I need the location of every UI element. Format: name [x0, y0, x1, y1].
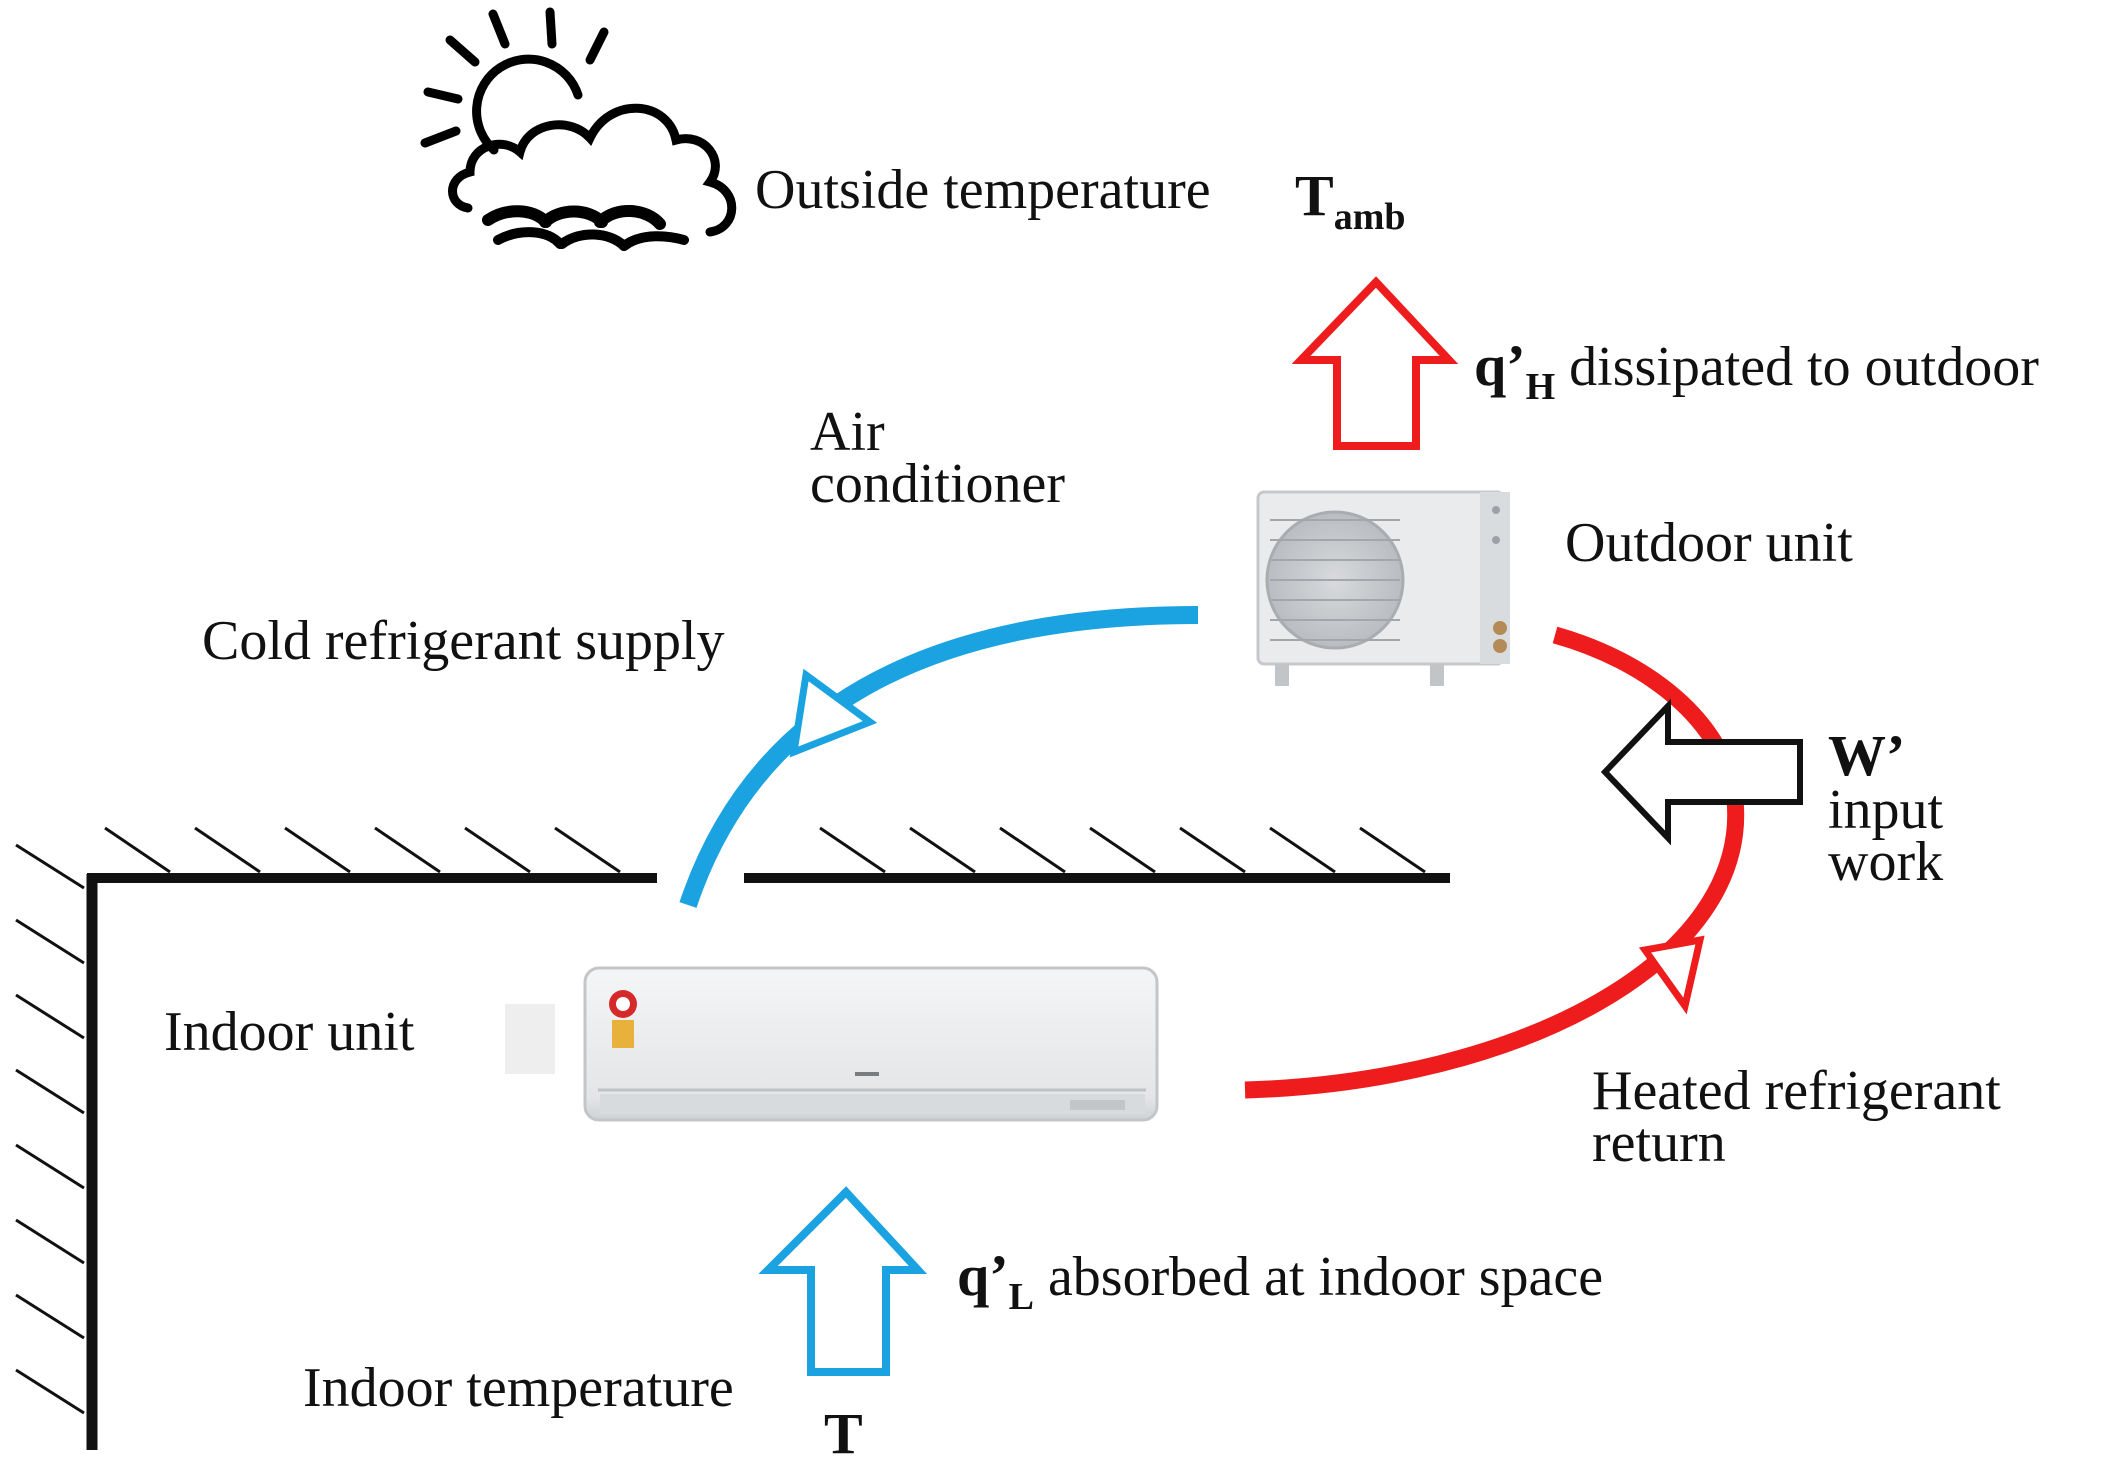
input-work-label-line1: input — [1828, 779, 1944, 841]
outdoor-ac-unit-icon — [1256, 490, 1510, 686]
t-indoor-symbol: T — [824, 1401, 863, 1466]
heat-out-arrow — [1291, 276, 1459, 450]
cold-refrigerant-line — [679, 606, 1199, 908]
indoor-temperature-label: Indoor temperature — [303, 1357, 734, 1419]
q-h-description: dissipated to outdoor — [1569, 336, 2039, 398]
q-l-symbol: q’ — [957, 1243, 1009, 1308]
w-symbol: W’ — [1828, 723, 1906, 788]
side-wall — [15, 843, 98, 1450]
q-h-symbol: q’ — [1474, 333, 1526, 398]
outdoor-unit-label: Outdoor unit — [1565, 512, 1853, 574]
q-h-subscript: H — [1525, 366, 1556, 408]
heated-refrigerant-return-label-line2: return — [1592, 1112, 1726, 1174]
work-input-arrow — [1600, 698, 1803, 846]
q-l-description: absorbed at indoor space — [1047, 1246, 1604, 1308]
outside-temperature-label: Outside temperature — [755, 159, 1211, 221]
indoor-unit-label: Indoor unit — [164, 1001, 415, 1063]
sun-cloud-icon — [420, 7, 737, 251]
cold-flow-arrowhead — [789, 668, 878, 758]
air-conditioner-label-line2: conditioner — [810, 453, 1066, 515]
q-h-label: q’H dissipated to outdoor — [1474, 336, 2039, 409]
t-amb-symbol: T — [1295, 163, 1334, 228]
indoor-ac-unit-icon — [505, 966, 1159, 1122]
heated-refrigerant-line — [1244, 626, 1745, 1099]
heated-refrigerant-return-label-line1: Heated refrigerant — [1592, 1060, 2001, 1122]
t-amb-subscript: amb — [1333, 196, 1406, 238]
heat-in-arrow — [758, 1186, 928, 1376]
heated-flow-arrowhead — [1638, 935, 1705, 1015]
ceiling-wall — [87, 826, 1450, 883]
q-l-subscript: L — [1008, 1276, 1034, 1318]
air-conditioner-label-line1: Air — [810, 401, 885, 463]
input-work-label-line2: work — [1828, 831, 1944, 893]
t-amb-label: Tamb — [1295, 167, 1405, 239]
cold-refrigerant-supply-label: Cold refrigerant supply — [202, 610, 725, 672]
q-l-label: q’L absorbed at indoor space — [957, 1246, 1604, 1319]
